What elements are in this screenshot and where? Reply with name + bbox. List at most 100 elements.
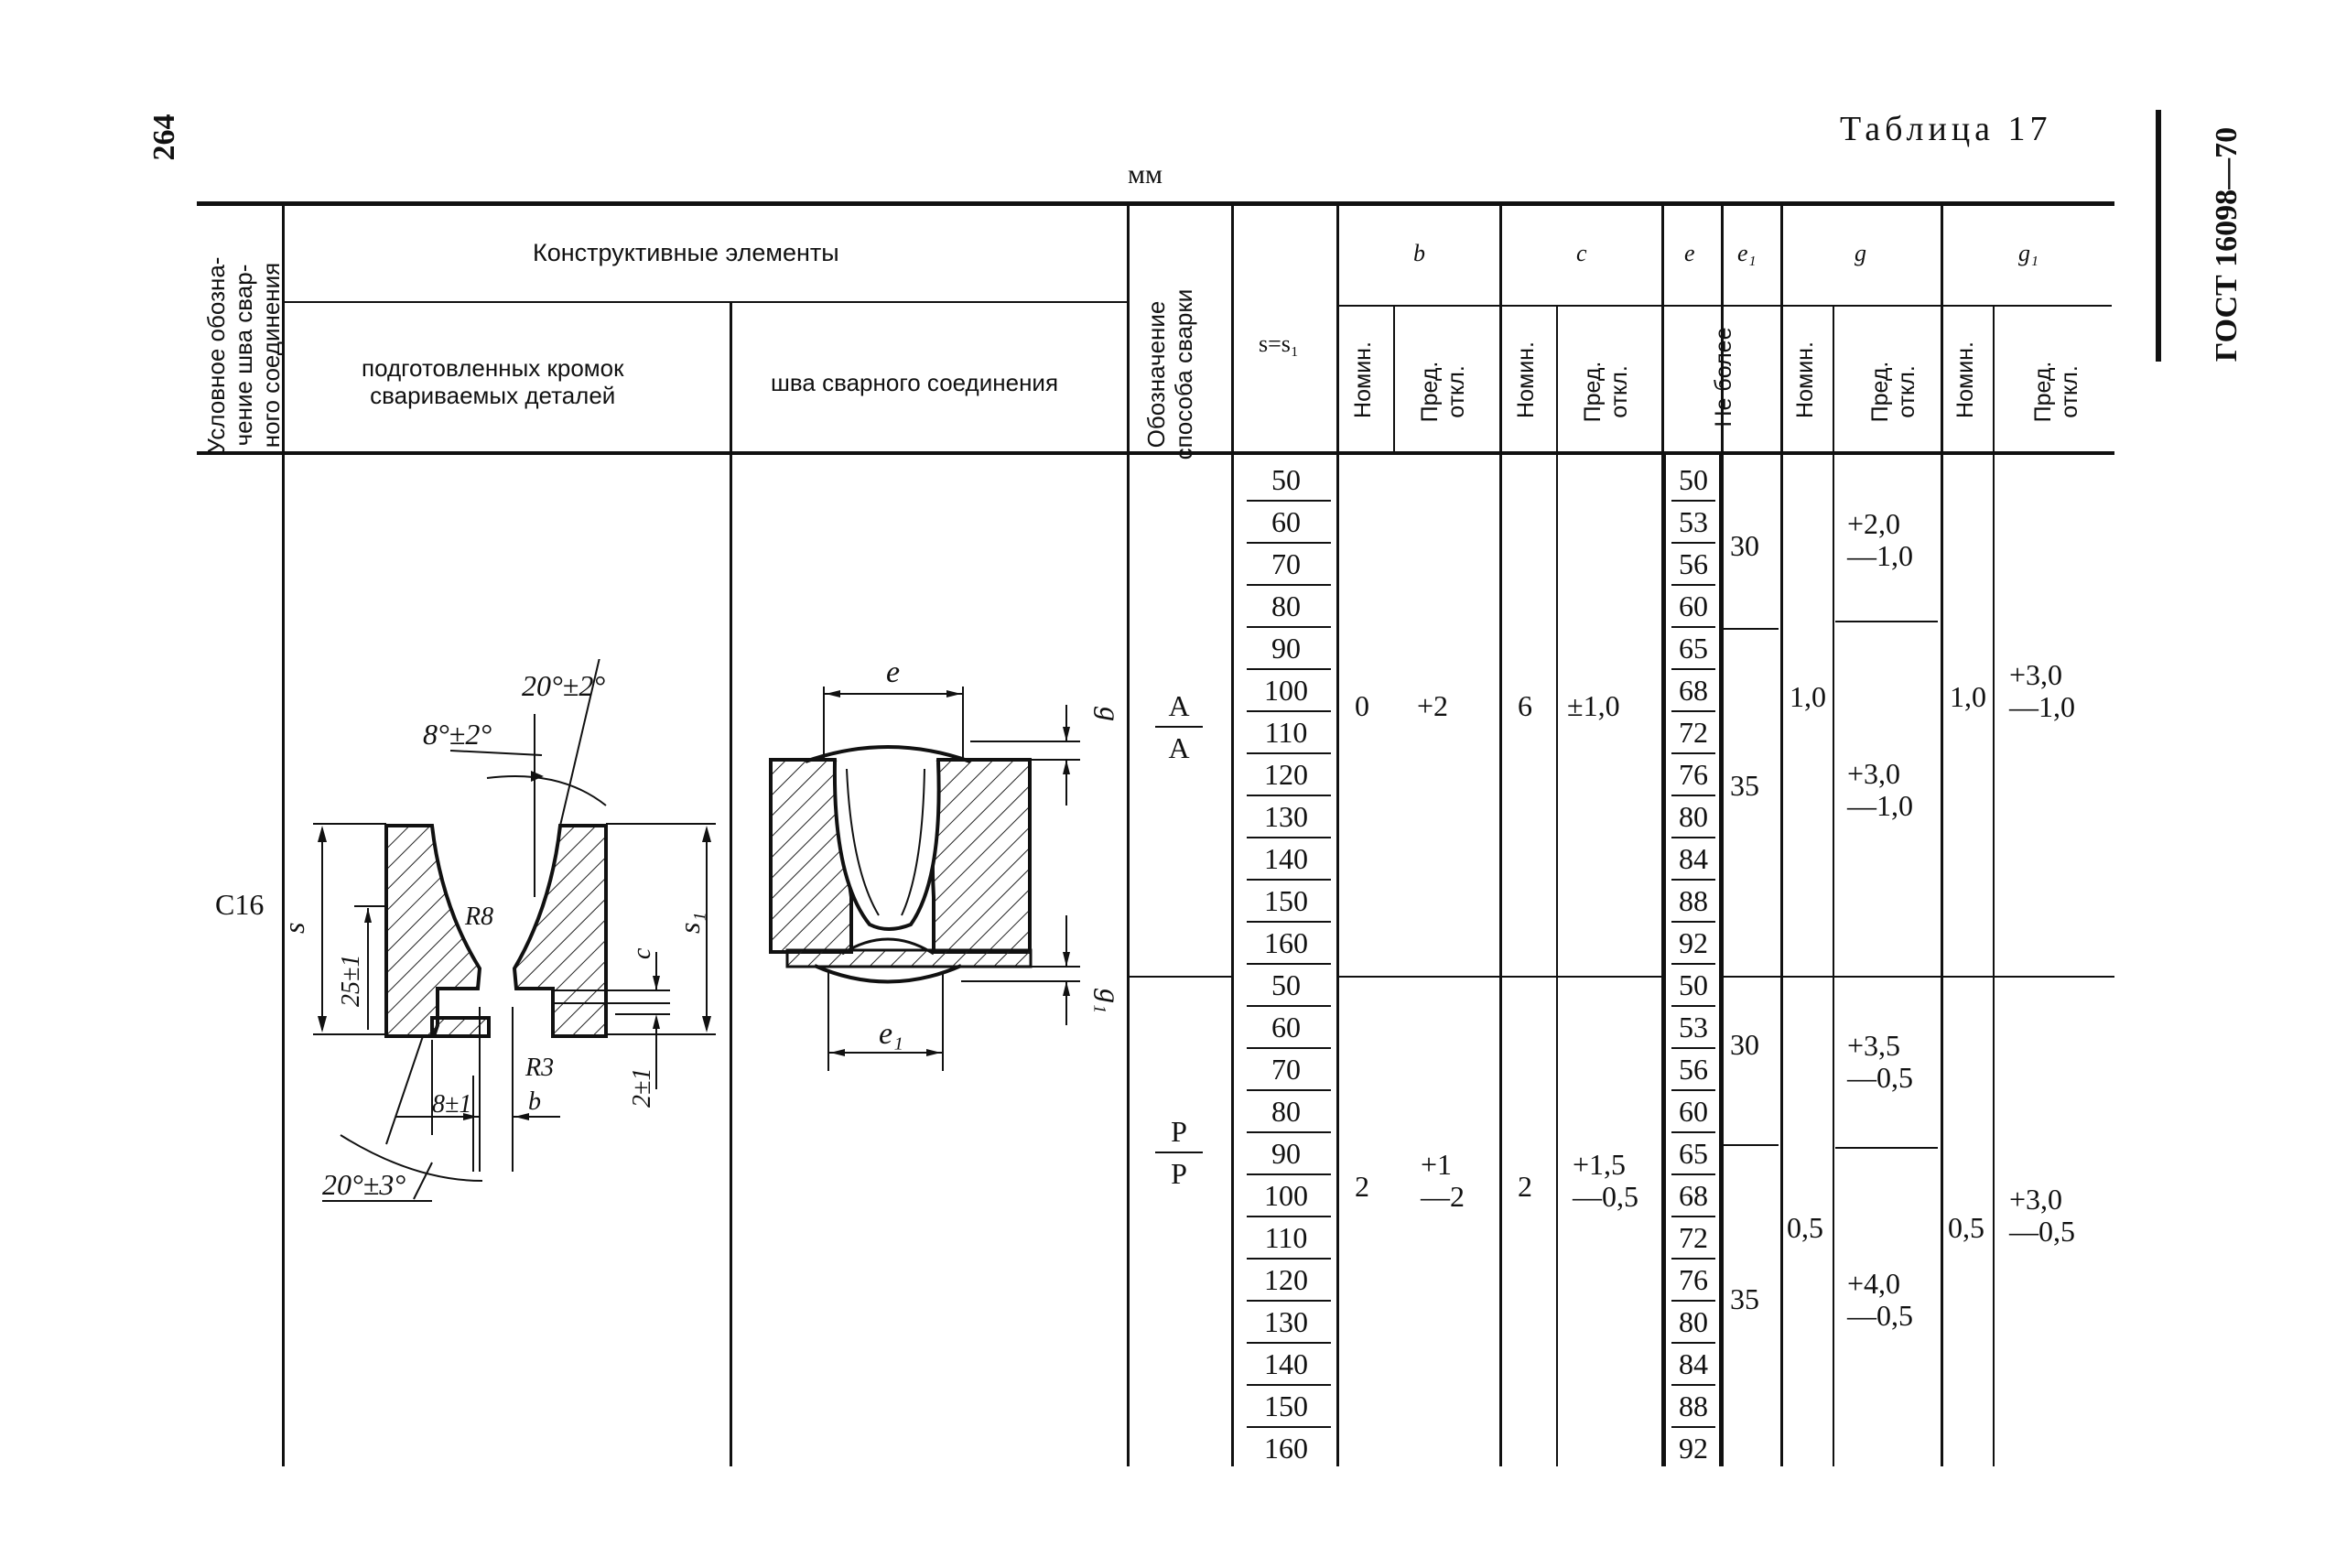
e-max-cell: 80 <box>1679 800 1708 833</box>
subheader-g-nom: Номин. <box>1792 341 1818 418</box>
header-weld-seam: шва сварного соединения <box>771 369 1059 396</box>
col-line <box>1336 203 1339 1466</box>
thickness-cell: 50 <box>1271 968 1301 1001</box>
group-separator <box>1339 976 1661 978</box>
col-line <box>1664 455 1666 1466</box>
thickness-cell: 120 <box>1264 758 1308 791</box>
g1-nom-p: 0,5 <box>1948 1211 1984 1244</box>
e-max-cell: 84 <box>1679 842 1708 875</box>
thickness-cell: 90 <box>1271 632 1301 665</box>
label-8: 8±1 <box>432 1090 471 1119</box>
e-max-cell: 84 <box>1679 1347 1708 1380</box>
e1-separator <box>1724 628 1779 630</box>
thickness-rule <box>1247 1131 1331 1133</box>
label-r3: R3 <box>524 1054 554 1082</box>
label-angle-top: 20°±2° <box>522 669 605 702</box>
e-max-cell: 76 <box>1679 758 1708 791</box>
thickness-rule <box>1247 1089 1331 1091</box>
e-max-cell: 88 <box>1679 884 1708 917</box>
label-s1: s₁ <box>673 912 706 934</box>
tol-plus: +2,0 <box>1847 507 1901 540</box>
e-max-cell: 65 <box>1679 1137 1708 1170</box>
thickness-rule <box>1247 1258 1331 1260</box>
row-label: С16 <box>215 888 265 921</box>
thickness-rule <box>1247 1342 1331 1344</box>
e1-separator <box>1724 1144 1779 1146</box>
tol-plus: +3,5 <box>1847 1029 1901 1062</box>
label-e1: e₁ <box>879 1017 903 1051</box>
header-method: Обозначение способа сварки <box>1142 251 1206 498</box>
weld-seam-drawing: e e₁ g g₁ <box>769 655 1126 1071</box>
e-max-rule <box>1671 1216 1715 1217</box>
e-max-rule <box>1671 500 1715 502</box>
thickness-cell: 110 <box>1264 716 1308 749</box>
thickness-cell: 110 <box>1264 1221 1308 1254</box>
e-max-cell: 80 <box>1679 1305 1708 1338</box>
e-max-rule <box>1671 752 1715 754</box>
label-g1: g₁ <box>1094 989 1126 1013</box>
e-max-rule <box>1671 1131 1715 1133</box>
col-line <box>1780 203 1783 1466</box>
g-tol-a-2: +3,0 —1,0 <box>1847 757 1913 822</box>
tol-line: Пред. <box>1580 361 1606 423</box>
e-max-cell: 50 <box>1679 968 1708 1001</box>
header-b: b <box>1413 240 1425 266</box>
thickness-rule <box>1247 710 1331 712</box>
tol-plus: +4,0 <box>1847 1267 1901 1300</box>
tol-plus: +3,0 <box>2009 658 2063 691</box>
method-group-p: Р Р <box>1155 1117 1203 1188</box>
g1-tol-p: +3,0 —0,5 <box>2009 1183 2075 1248</box>
header-structural: Конструктивные элементы <box>533 239 839 266</box>
thickness-cell: 80 <box>1271 589 1301 622</box>
label-angle-left: 8°±2° <box>423 718 492 751</box>
method-group-a: А А <box>1155 691 1203 762</box>
e-max-cell: 72 <box>1679 1221 1708 1254</box>
header-designation-line: ного соединения <box>256 262 285 449</box>
header-c: c <box>1576 240 1587 266</box>
tol-line: Пред. <box>2030 361 2056 423</box>
e-max-rule <box>1671 1089 1715 1091</box>
header-prepared-edges: подготовленных кромок свариваемых детале… <box>362 354 624 410</box>
thickness-cell: 60 <box>1271 505 1301 538</box>
e-max-cell: 68 <box>1679 1179 1708 1212</box>
e-max-cell: 53 <box>1679 505 1708 538</box>
e-max-rule <box>1671 1342 1715 1344</box>
e-max-rule <box>1671 1005 1715 1007</box>
col-line <box>1721 203 1724 1466</box>
thickness-cell: 130 <box>1264 800 1308 833</box>
tol-line: откл. <box>2056 365 2082 418</box>
weld-right-plate <box>930 758 1032 954</box>
e-max-rule <box>1671 584 1715 586</box>
e-max-rule <box>1671 1258 1715 1260</box>
header-method-line: Обозначение <box>1142 300 1170 449</box>
header-method-line: способа сварки <box>1169 288 1197 460</box>
b-nom-a: 0 <box>1355 689 1369 722</box>
g-tol-separator <box>1835 621 1938 622</box>
e-max-cell: 60 <box>1679 589 1708 622</box>
thickness-cell: 50 <box>1271 463 1301 496</box>
thickness-rule <box>1247 1047 1331 1049</box>
thickness-cell: 150 <box>1264 1390 1308 1422</box>
label-2: 2±1 <box>628 1068 656 1108</box>
subheader-g1-tol: Пред. откл. <box>2030 337 2085 447</box>
thickness-rule <box>1247 879 1331 881</box>
e-max-rule <box>1671 921 1715 923</box>
e-max-cell: 92 <box>1679 1432 1708 1465</box>
e-max-rule <box>1671 1300 1715 1302</box>
thickness-cell: 70 <box>1271 1053 1301 1086</box>
col-line <box>1661 203 1664 1466</box>
g-nom-a: 1,0 <box>1790 680 1826 713</box>
g-tol-p-2: +4,0 —0,5 <box>1847 1267 1913 1332</box>
page-number: 264 <box>147 114 181 161</box>
e-max-rule <box>1671 963 1715 965</box>
e-max-cell: 56 <box>1679 1053 1708 1086</box>
e-max-rule <box>1671 542 1715 544</box>
col-line <box>1556 306 1558 1466</box>
col-line <box>1941 203 1943 1466</box>
thickness-cell: 120 <box>1264 1263 1308 1296</box>
prepared-edges-drawing: 20°±2° 8°±2° R8 s s₁ 25±1 c 2±1 8±1 R3 b… <box>286 659 716 1202</box>
c-nom-a: 6 <box>1518 689 1532 722</box>
e-max-rule <box>1671 1384 1715 1386</box>
table-top-rule <box>197 201 2114 206</box>
thickness-rule <box>1247 500 1331 502</box>
